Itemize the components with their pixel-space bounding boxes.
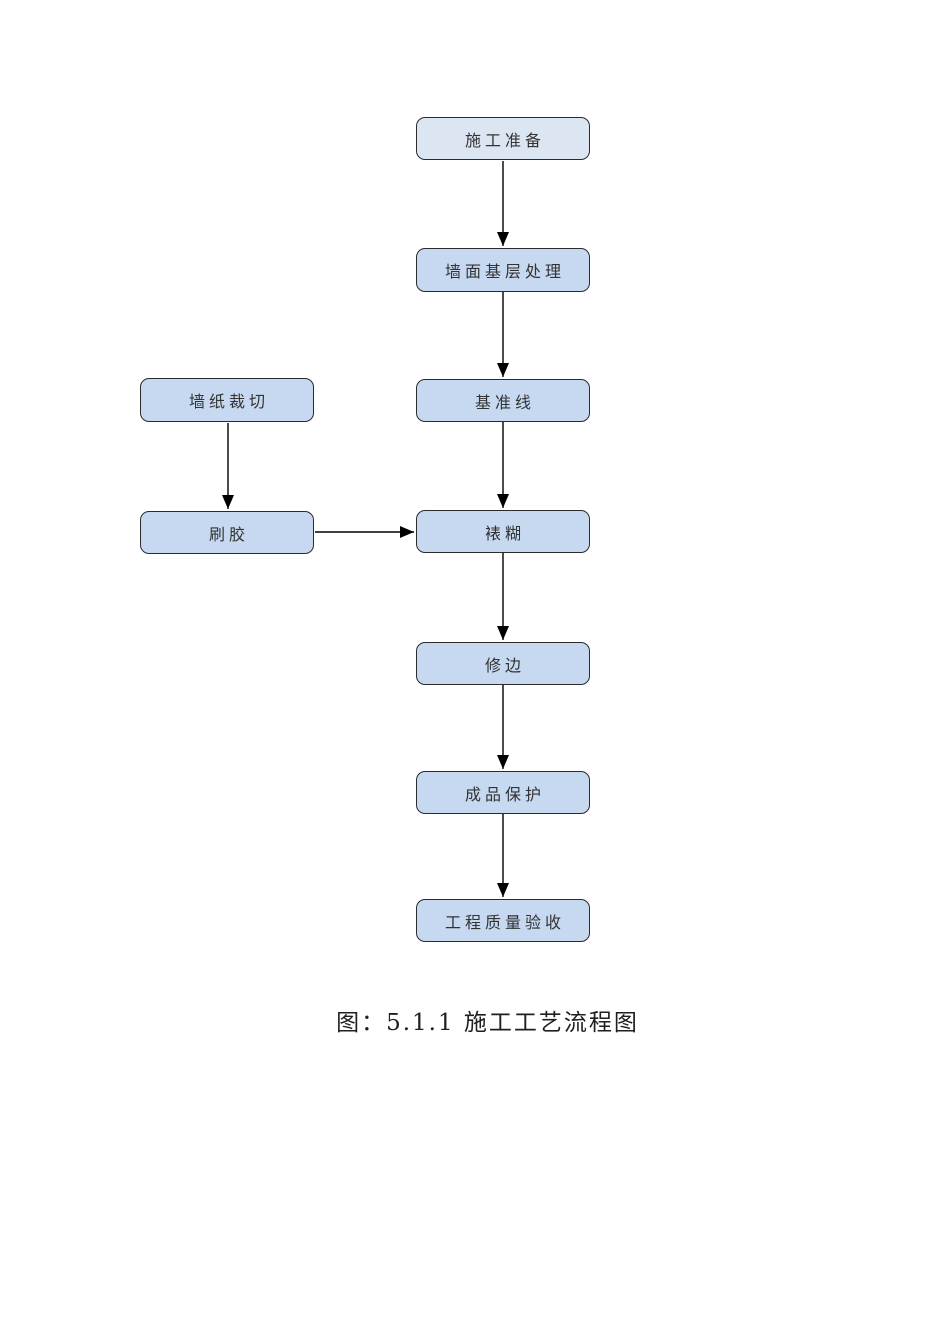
flow-node-wallpaper-cutting: 墙纸裁切	[140, 378, 314, 422]
figure-caption: 图：5.1.1 施工工艺流程图	[336, 1010, 639, 1036]
flow-node-product-protection: 成品保护	[416, 771, 590, 814]
flow-node-pasting: 裱糊	[416, 510, 590, 553]
flow-node-reference-line: 基准线	[416, 379, 590, 422]
flow-node-edge-trimming: 修边	[416, 642, 590, 685]
flow-node-quality-acceptance: 工程质量验收	[416, 899, 590, 942]
flow-node-glue-brushing: 刷胶	[140, 511, 314, 554]
flow-node-construction-prep: 施工准备	[416, 117, 590, 160]
flow-node-wall-base-treatment: 墙面基层处理	[416, 248, 590, 292]
